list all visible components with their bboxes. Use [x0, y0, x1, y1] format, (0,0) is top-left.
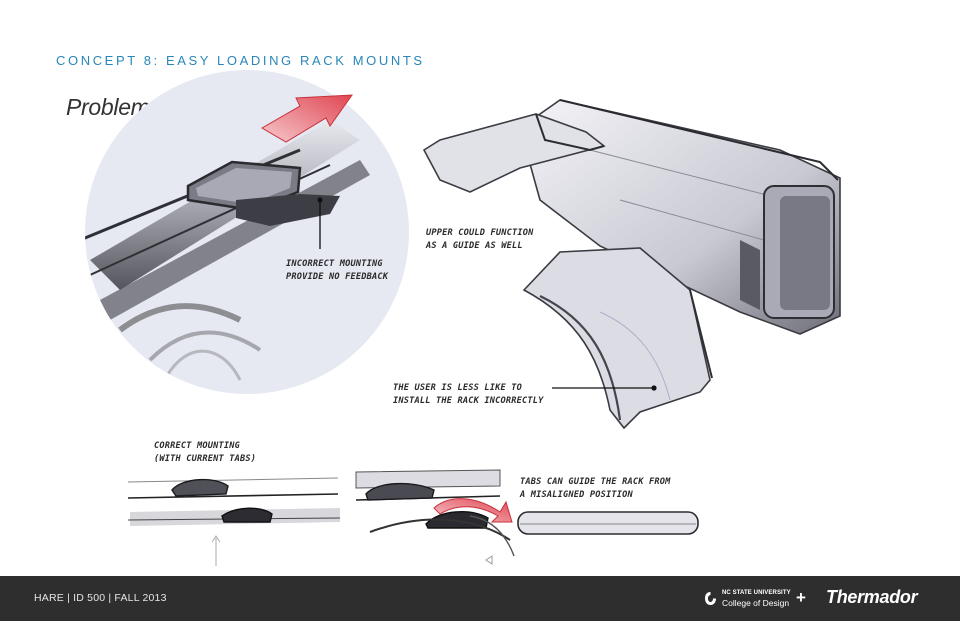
ncsu-logo: NC STATE UNIVERSITY College of Design	[704, 588, 794, 610]
footer-bar: HARE | ID 500 | FALL 2013 NC STATE UNIVE…	[0, 576, 960, 621]
note-tabs-line2: a misaligned position	[520, 490, 633, 500]
note-correct-line1: correct mounting	[154, 441, 240, 451]
ncsu-college: College of Design	[722, 598, 790, 608]
footer-credit: HARE | ID 500 | FALL 2013	[34, 592, 167, 604]
note-tabs-line1: tabs can guide the rack from	[520, 477, 671, 487]
concept-sketches	[85, 70, 841, 566]
note-incorrect-line2: provide no feedback	[286, 272, 389, 282]
misaligned-guide-sketch	[355, 469, 699, 565]
note-upper-line1: upper could function	[426, 228, 534, 238]
note-upper-line2: as a guide as well	[426, 241, 523, 251]
note-correct-line2: (with current tabs)	[154, 454, 257, 464]
note-incorrect-line1: Incorrect mounting	[286, 259, 383, 269]
page-title: CONCEPT 8: EASY LOADING RACK MOUNTS	[56, 53, 425, 68]
plus-sign: +	[796, 588, 806, 607]
note-upper-guide: upper could function as a guide as well	[426, 227, 533, 253]
concept-rack-mount-sketch	[422, 99, 841, 430]
note-correct-mounting: correct mounting (with current tabs)	[154, 440, 256, 466]
ncsu-mark-icon	[705, 592, 716, 605]
note-incorrect-mounting: Incorrect mounting provide no feedback	[286, 258, 388, 284]
thermador-logo: Thermador	[826, 587, 918, 607]
note-tabs-guide: tabs can guide the rack from a misaligne…	[520, 476, 670, 502]
note-user-install: the user is less like to install the rac…	[393, 382, 543, 408]
ncsu-name: NC STATE UNIVERSITY	[722, 590, 791, 596]
note-user-line1: the user is less like to	[393, 383, 522, 393]
note-user-line2: install the rack incorrectly	[393, 396, 544, 406]
problem-area-sketch	[85, 70, 409, 394]
correct-mounting-sketch	[127, 477, 341, 566]
